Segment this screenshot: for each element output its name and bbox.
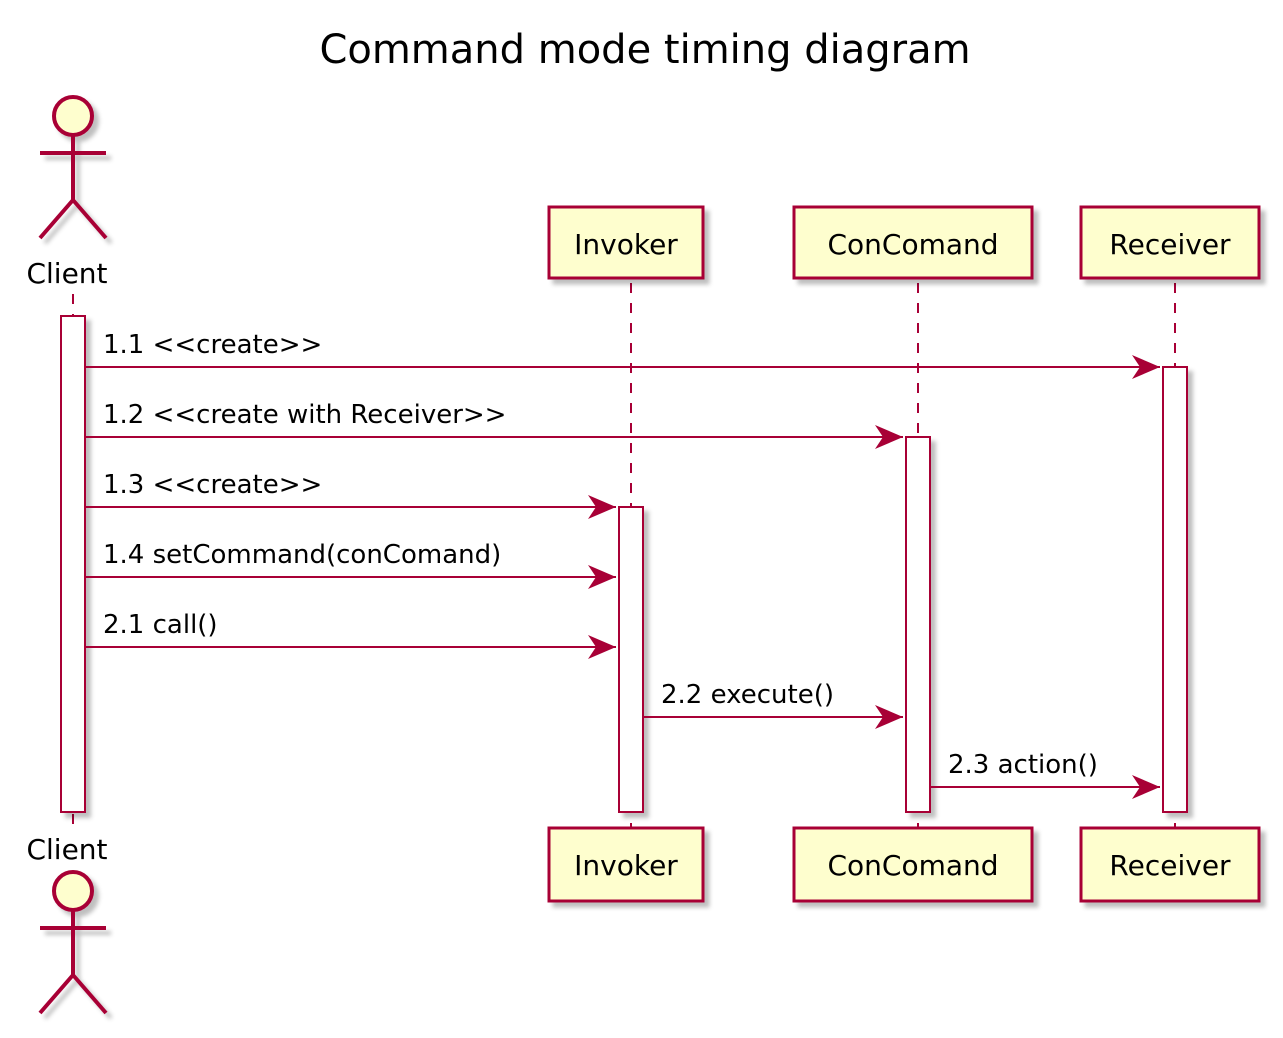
activation-bars [60,315,1188,813]
activation-concomand [905,436,931,813]
message-label: 1.1 <<create>> [103,330,322,360]
actor-label-client: Client [26,833,107,866]
participant-label-receiver: Receiver [1109,228,1231,261]
message-label: 1.3 <<create>> [103,470,322,500]
diagram-title: Command mode timing diagram [319,27,970,73]
message-label: 2.1 call() [103,610,218,640]
actor-icon [38,870,108,1015]
activation-receiver [1162,366,1188,813]
participant-box-receiver [1079,205,1261,280]
participant-label-receiver: Receiver [1109,849,1231,882]
message-label: 1.2 <<create with Receiver>> [103,400,506,430]
participant-box-concomand [792,205,1034,280]
messages: 1.1 <<create>> 1.2 <<create with Receive… [85,330,1160,799]
participant-label-concomand: ConComand [827,228,998,261]
activation-client [60,315,86,813]
participant-box-invoker [547,826,705,903]
participant-label-invoker: Invoker [574,228,678,261]
participants-top: Invoker ConComand Receiver Client [26,95,1261,290]
activation-invoker [618,506,644,813]
participant-label-invoker: Invoker [574,849,678,882]
participant-box-concomand [792,826,1034,903]
participants-bottom: Invoker ConComand Receiver Client [26,826,1261,1015]
message-label: 2.2 execute() [661,680,834,710]
participant-label-concomand: ConComand [827,849,998,882]
message-label: 1.4 setCommand(conComand) [103,540,501,570]
actor-icon [38,95,108,240]
message-label: 2.3 action() [948,750,1098,780]
participant-box-invoker [547,205,705,280]
actor-label-client: Client [26,257,107,290]
participant-box-receiver [1079,826,1261,903]
